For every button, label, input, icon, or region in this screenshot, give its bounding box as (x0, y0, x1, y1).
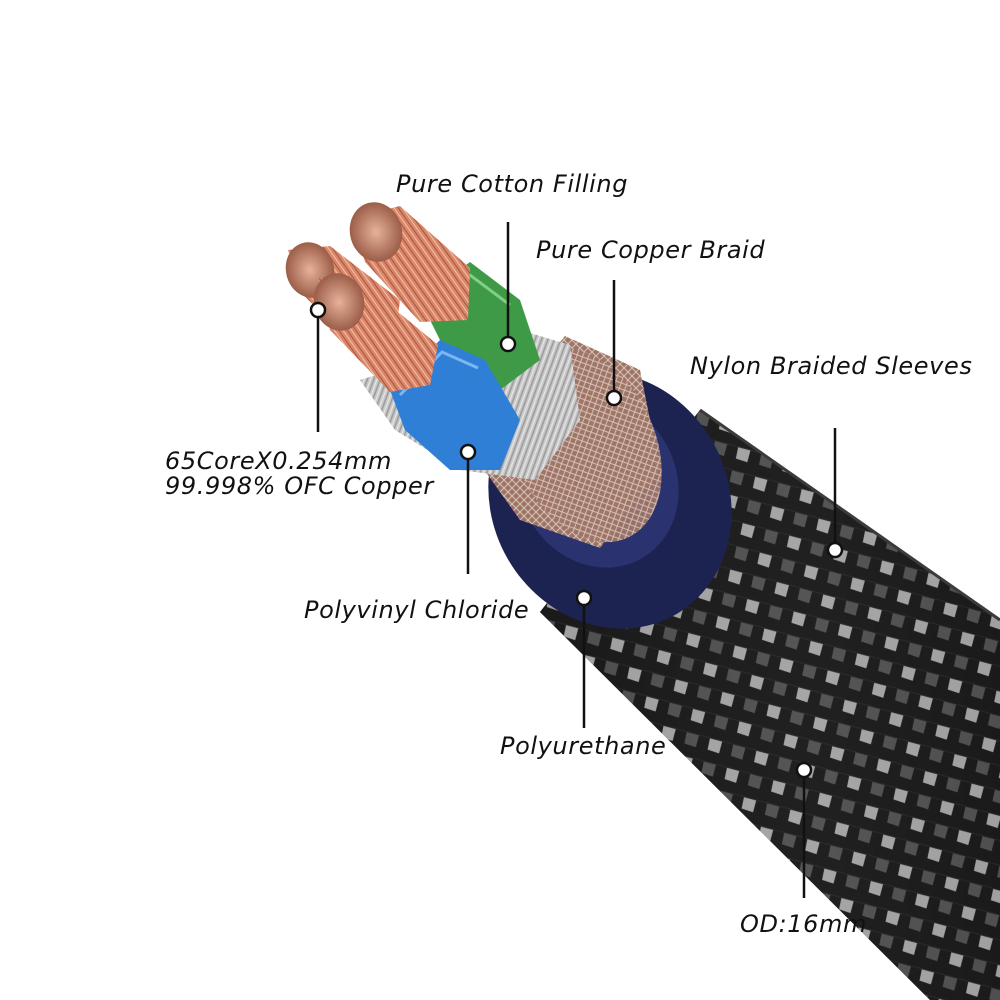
leader-nylon (826, 428, 844, 559)
label-core-spec-1: 65CoreX0.254mm (165, 447, 392, 475)
leader-pvc (459, 443, 477, 574)
leader-copper-braid (605, 280, 623, 407)
label-copper-braid: Pure Copper Braid (536, 236, 766, 264)
leader-od (795, 761, 813, 898)
copper-conductor-front (313, 273, 438, 392)
label-polyurethane: Polyurethane (500, 732, 667, 760)
label-nylon-sleeves: Nylon Braided Sleeves (690, 352, 973, 380)
label-core-spec-2: 99.998% OFC Copper (165, 472, 434, 500)
copper-conductor-top (349, 202, 470, 322)
leader-pu (575, 589, 593, 728)
label-outer-diameter: OD:16mm (740, 910, 867, 938)
leader-cotton (499, 222, 517, 353)
label-polyvinyl-chloride: Polyvinyl Chloride (304, 596, 530, 624)
leader-core (309, 301, 327, 432)
label-cotton-filling: Pure Cotton Filling (396, 170, 629, 198)
